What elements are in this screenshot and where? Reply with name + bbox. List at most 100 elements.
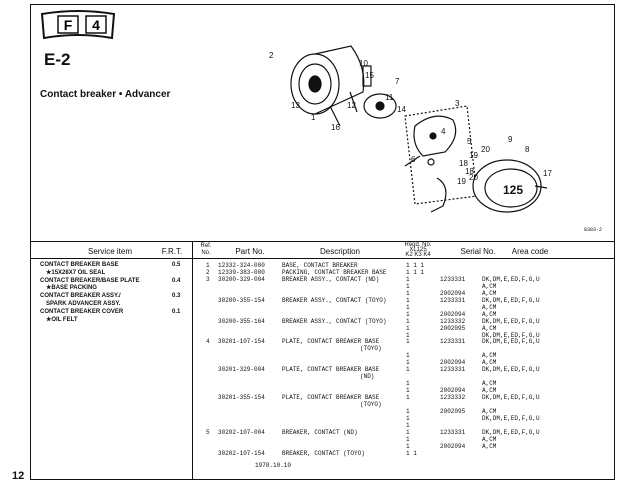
callout-18: 18: [459, 159, 468, 168]
area-code: DK,DM,E,ED,F,G,U: [482, 317, 540, 325]
section-code: E-2: [44, 50, 71, 69]
serial-number: 2002094: [440, 289, 466, 297]
required-qty: 1: [406, 387, 410, 395]
part-description: BREAKER ASSY., CONTACT (TOYO): [282, 296, 387, 304]
part-description: BREAKER ASSY., CONTACT (TOYO): [282, 317, 387, 325]
section-title: Contact breaker • Advancer: [40, 89, 171, 100]
serial-number: 1233331: [440, 366, 466, 374]
header-part-no: Part No.: [235, 247, 265, 256]
callout-18b: 18: [465, 167, 474, 176]
area-code: DK,DM,E,ED,F,G,U: [482, 296, 540, 304]
area-code: A,CM: [482, 282, 497, 290]
badge-letter: F: [64, 17, 73, 33]
callout-2: 2: [269, 51, 274, 60]
area-code: DK,DM,E,ED,F,G,U: [482, 275, 540, 283]
serial-number: 1233332: [440, 317, 466, 325]
ref-no: 1: [206, 262, 210, 269]
page-frame: [30, 4, 615, 480]
area-code: A,CM: [482, 352, 497, 360]
area-code: A,CM: [482, 380, 497, 388]
page-number: 12: [12, 470, 25, 482]
exploded-parts-diagram: 125 2 13 1 10 15 12 7 11 14 16 3 4 5 18 …: [269, 45, 552, 213]
required-qty: 1: [406, 380, 410, 388]
required-qty: 1: [406, 366, 410, 374]
part-number: 30202-107-004: [218, 428, 265, 436]
callout-5: 5: [467, 137, 472, 146]
serial-number: 2002095: [440, 324, 466, 332]
part-number: 30201-107-154: [218, 338, 265, 346]
frt-value: 0.3: [172, 293, 181, 300]
required-qty: 1: [406, 324, 410, 332]
serial-number: 1233331: [440, 338, 466, 346]
part-number: 30202-107-154: [218, 449, 265, 457]
callout-11: 11: [385, 93, 394, 102]
required-qty: 1: [406, 435, 410, 443]
service-item: CONTACT BREAKER COVER: [40, 308, 124, 315]
header-description: Description: [319, 247, 360, 256]
header-ref-2: No.: [201, 250, 211, 256]
required-qty: 1: [406, 414, 410, 422]
area-code: DK,DM,E,ED,F,G,U: [482, 394, 540, 402]
ref-no: 2: [206, 268, 210, 276]
area-code: A,CM: [482, 359, 497, 367]
callout-20: 20: [481, 145, 490, 154]
required-qty: 1: [406, 275, 410, 283]
area-code: A,CM: [482, 387, 497, 395]
required-qty: 1 1 1: [406, 262, 425, 269]
area-code: A,CM: [482, 289, 497, 297]
serial-number: 2002094: [440, 310, 466, 318]
service-item: ★15X28X7 OIL SEAL: [46, 269, 106, 276]
print-date: 1978.10.10: [255, 462, 292, 469]
callout-15: 15: [365, 71, 374, 80]
serial-number: 1233331: [440, 275, 466, 283]
required-qty: 1: [406, 359, 410, 367]
required-qty: 1: [406, 352, 410, 360]
serial-number: 2002094: [440, 442, 466, 450]
serial-number: 2002094: [440, 387, 466, 395]
part-description: (TOYO): [360, 401, 382, 408]
part-description: BREAKER, CONTACT (ND): [282, 428, 358, 436]
frt-value: 0.4: [172, 277, 181, 284]
part-description: (TOYO): [360, 345, 382, 353]
area-code: DK,DM,E,ED,F,G,U: [482, 414, 540, 422]
required-qty: 1: [406, 442, 410, 450]
required-qty: 1: [406, 394, 410, 402]
header-reqd-3: K2 K3 K4: [405, 252, 431, 258]
required-qty: 1: [406, 317, 410, 325]
required-qty: 1: [406, 303, 410, 311]
area-code: DK,DM,E,ED,F,G,U: [482, 338, 540, 346]
callout-19: 19: [469, 151, 478, 160]
required-qty: 1 1: [406, 449, 417, 457]
area-code: DK,DM,E,ED,F,G,U: [482, 366, 540, 374]
callout-14: 14: [397, 105, 406, 114]
header-frt: F.R.T.: [161, 247, 183, 256]
part-number: 30201-355-154: [218, 394, 265, 402]
header-ref-1: Ref.: [200, 243, 212, 249]
callout-16: 16: [331, 123, 340, 132]
required-qty: 1: [406, 310, 410, 318]
callout-19b: 19: [457, 177, 466, 186]
ref-no: 3: [206, 275, 210, 283]
header-reqd-1: Reqd. No.: [404, 242, 432, 248]
callout-17: 17: [543, 169, 552, 178]
part-description: BREAKER, CONTACT (TOYO): [282, 449, 365, 457]
callout-3: 3: [455, 99, 460, 108]
callout-20b: 20: [469, 173, 478, 182]
section-badge: F 4: [40, 10, 116, 40]
callout-12: 12: [347, 101, 356, 110]
callout-10: 10: [359, 59, 368, 68]
part-number: 30200-355-154: [218, 296, 265, 304]
column-divider: [192, 241, 193, 479]
serial-number: 2002094: [440, 359, 466, 367]
spark-advancer-drawing: [329, 65, 397, 127]
required-qty: 1: [406, 338, 410, 346]
area-code: DK,DM,E,ED,F,G,U: [482, 331, 540, 339]
service-item: ★OIL FELT: [46, 316, 78, 323]
service-item: CONTACT BREAKER BASE: [40, 262, 119, 268]
figure-code: 8383-2: [584, 227, 603, 233]
service-item: ★BASE PACKING: [46, 285, 97, 292]
frt-value: 0.1: [172, 308, 181, 315]
required-qty: 1: [406, 282, 410, 290]
area-code: A,CM: [482, 435, 497, 443]
table-header-rule: [31, 258, 614, 259]
